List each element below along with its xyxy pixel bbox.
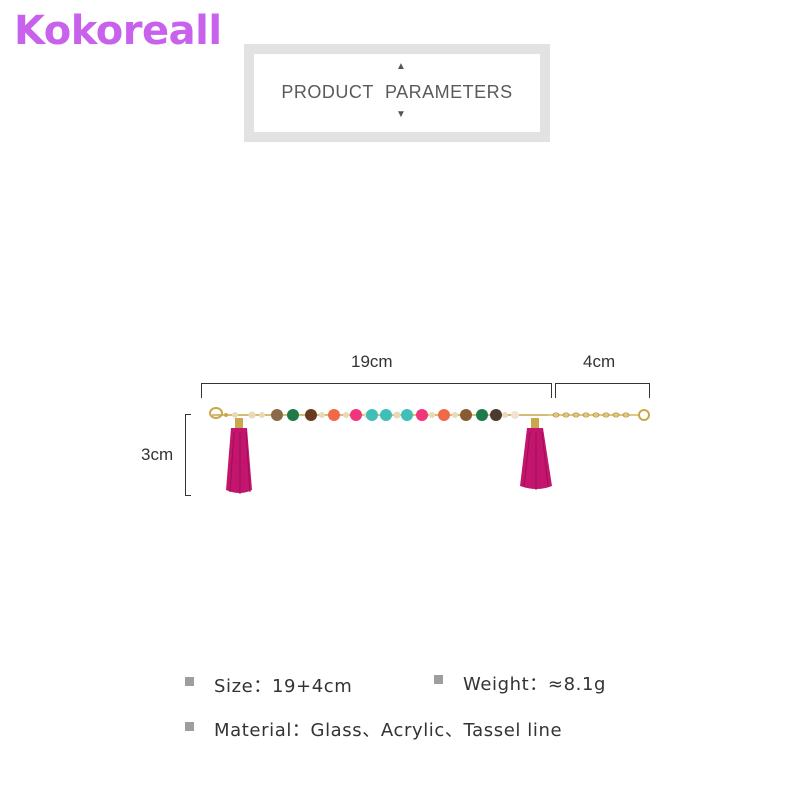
dimension-bracket-height [185, 414, 191, 496]
spec-size: Size：19+4cm [214, 676, 353, 697]
spec-material: Material：Glass、Acrylic、Tassel line [214, 720, 563, 741]
bullet-icon [434, 675, 443, 684]
left-tassel [226, 418, 252, 494]
colored-beads [271, 409, 519, 421]
arrow-down-icon: ▼ [396, 109, 406, 120]
brand-logo-text: Kokoreall [14, 8, 222, 54]
dimension-tassel-height: 3cm [141, 445, 174, 464]
bullet-icon [185, 722, 194, 731]
clasp-icon [209, 407, 228, 419]
spec-weight: Weight：≈8.1g [463, 674, 607, 695]
section-title: PRODUCT PARAMETERS [281, 82, 513, 102]
dimension-bracket-main [201, 383, 552, 398]
product-parameters-header: ▲ PRODUCT PARAMETERS ▼ [244, 44, 550, 142]
spacer-beads [232, 411, 508, 419]
dimension-bracket-extension [555, 383, 650, 398]
product-parameters-inner: ▲ PRODUCT PARAMETERS ▼ [254, 54, 540, 132]
dimension-length-main: 19cm [351, 352, 393, 371]
bullet-icon [185, 677, 194, 686]
extension-chain [548, 409, 650, 421]
right-tassel [520, 418, 552, 490]
dimension-length-extension: 4cm [583, 352, 616, 371]
arrow-up-icon: ▲ [396, 61, 406, 72]
